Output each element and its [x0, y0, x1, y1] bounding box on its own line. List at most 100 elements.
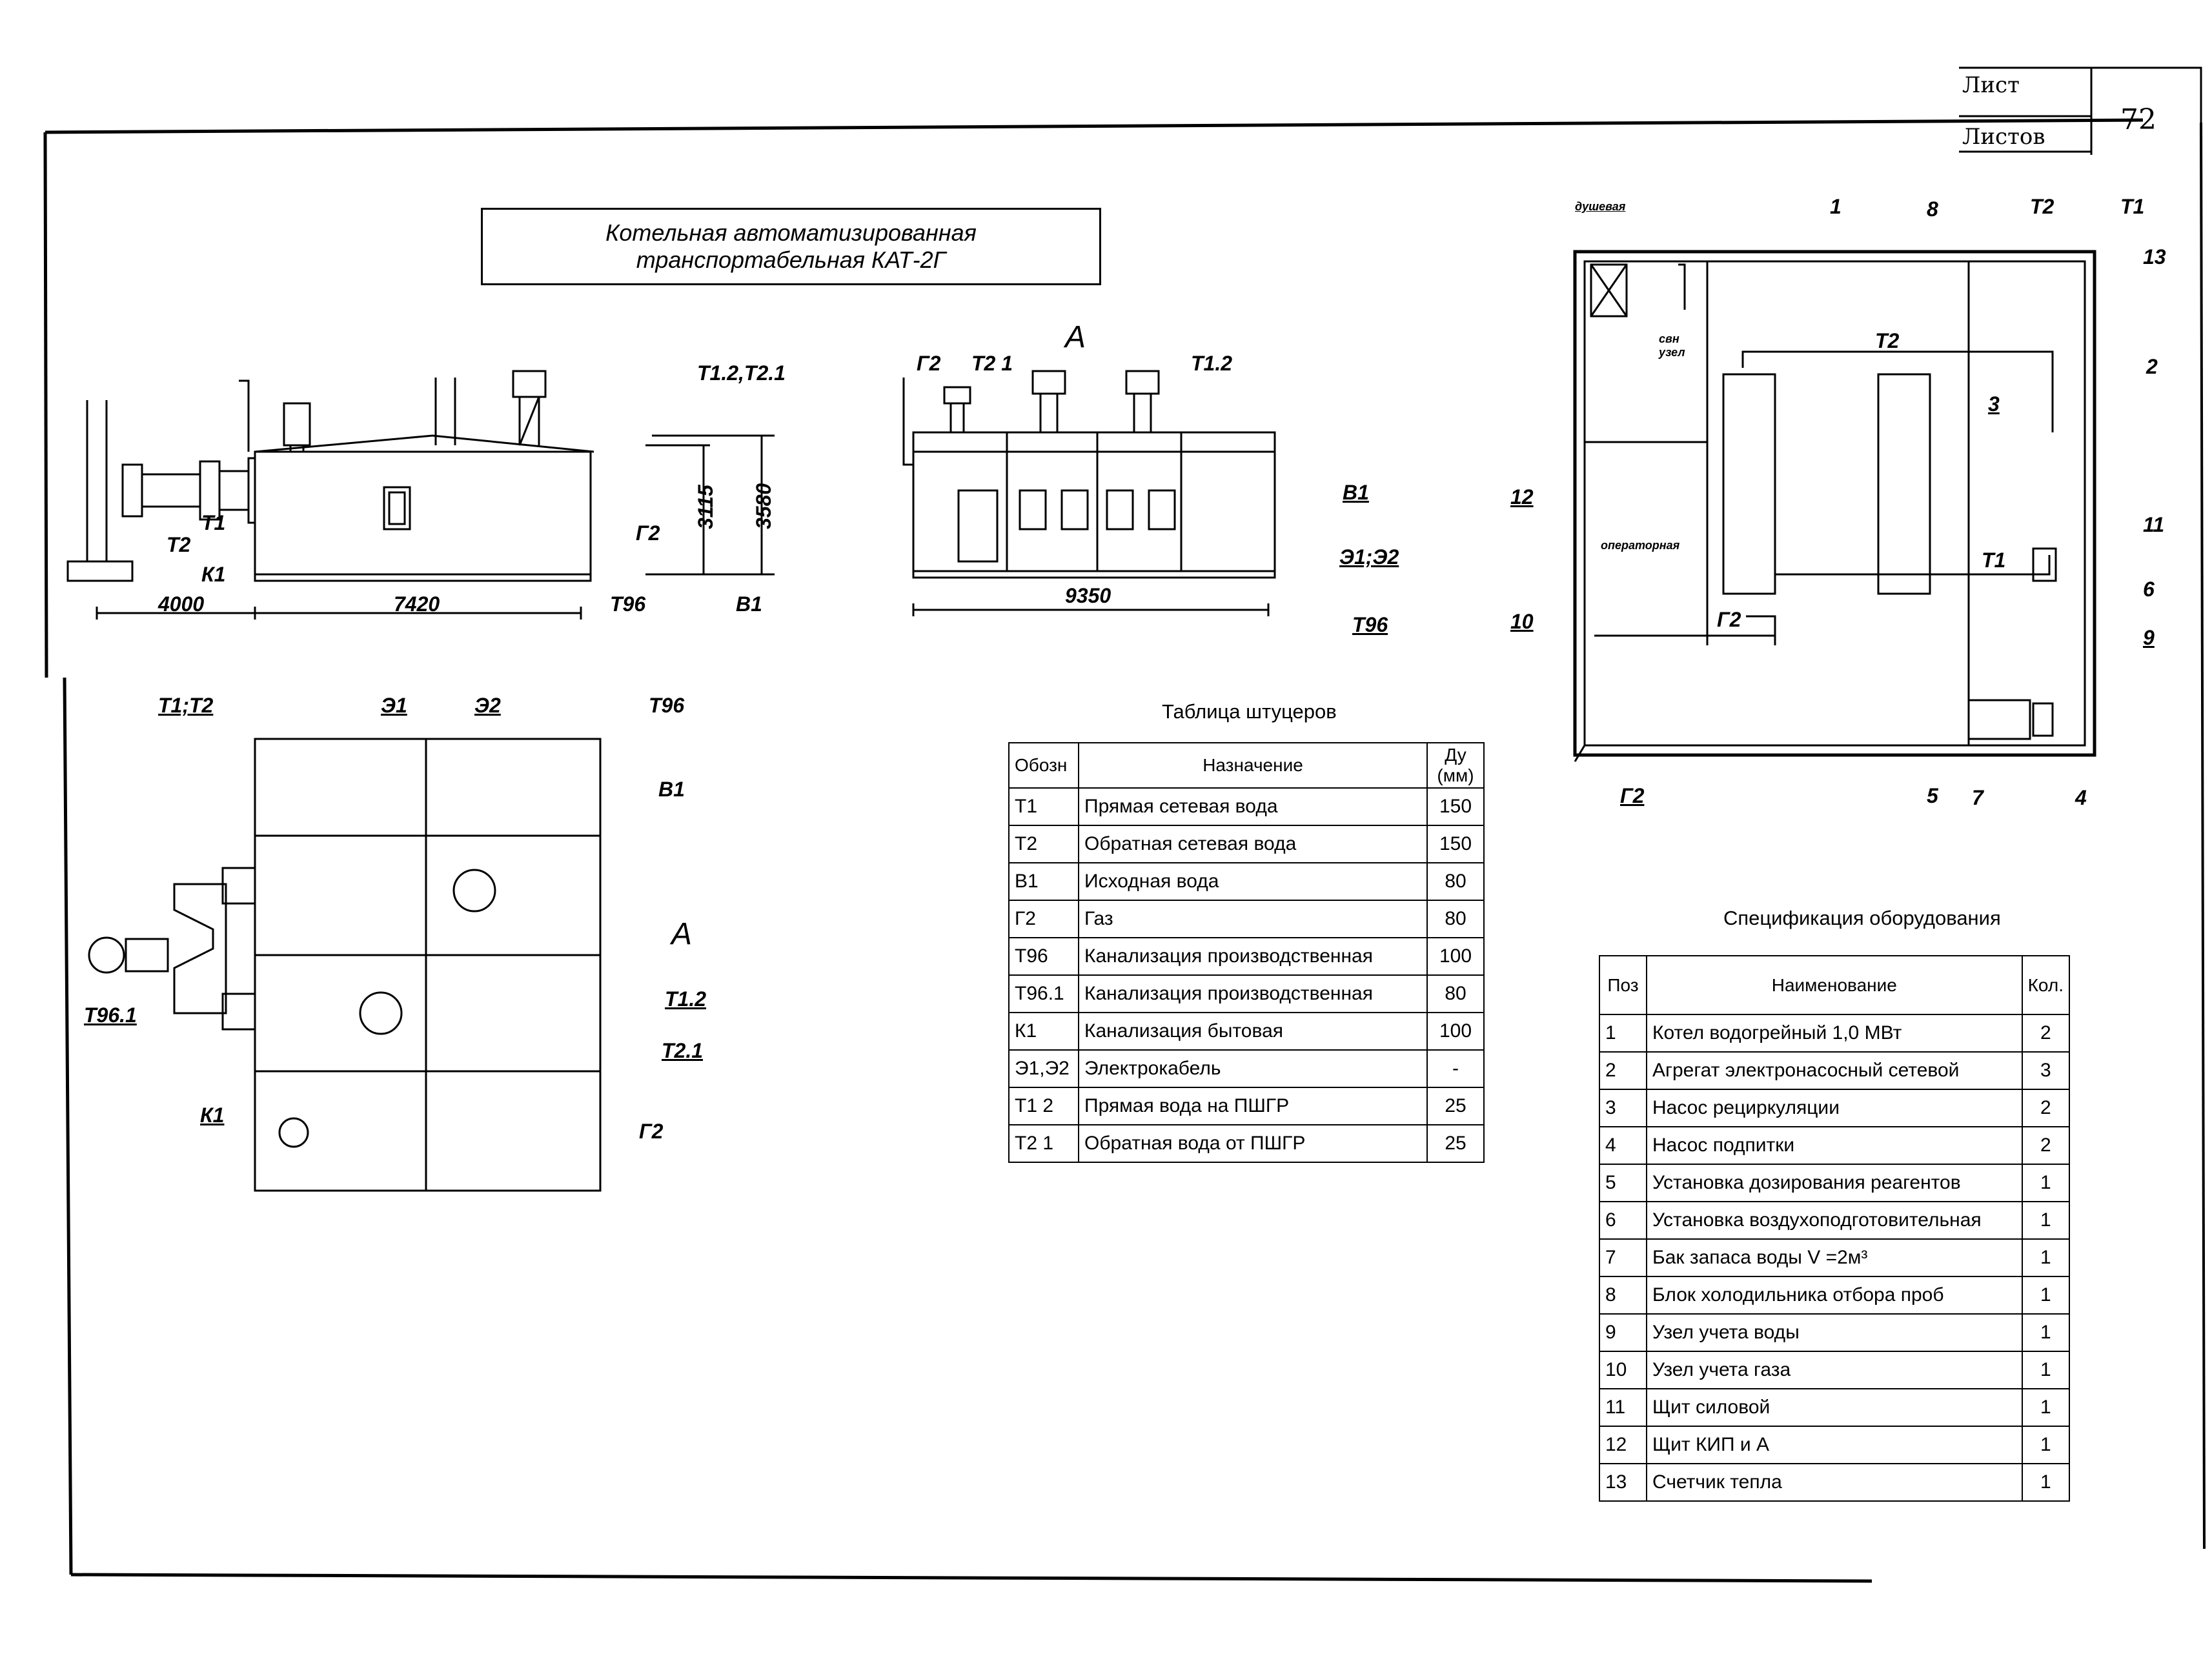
side-g2: Г2 [636, 521, 660, 545]
fittings-cell: 150 [1426, 825, 1485, 863]
layout-pos-8: 8 [1927, 197, 1938, 221]
equipment-cell: 1 [1599, 1014, 1647, 1053]
fittings-cell: Прямая вода на ПШГР [1078, 1087, 1428, 1125]
layout-pos-11: 11 [2143, 513, 2165, 536]
equipment-cell: 3 [1599, 1089, 1647, 1127]
plan-t12: Т1.2 [665, 987, 707, 1011]
fittings-cell: Обратная вода от ПШГР [1078, 1124, 1428, 1163]
fittings-cell: Прямая сетевая вода [1078, 787, 1428, 826]
side-dim-4000: 4000 [158, 592, 205, 616]
equipment-cell: 11 [1599, 1388, 1647, 1427]
plan-t21: Т2.1 [662, 1039, 704, 1062]
fittings-cell: Т1 [1008, 787, 1079, 826]
equipment-cell: 9 [1599, 1313, 1647, 1352]
fittings-cell: Г2 [1008, 900, 1079, 938]
fittings-cell: Э1,Э2 [1008, 1049, 1079, 1088]
equipment-cell: Счетчик тепла [1646, 1463, 2023, 1502]
side-t1: Т1 [201, 511, 226, 534]
side-k1: К1 [201, 563, 226, 586]
layout-pos-10: 10 [1510, 610, 1534, 633]
equipment-cell: 10 [1599, 1351, 1647, 1389]
equipment-cell: Насос рециркуляции [1646, 1089, 2023, 1127]
plan-t96: Т96 [649, 694, 685, 717]
fittings-cell: Газ [1078, 900, 1428, 938]
equipment-cell: 1 [2021, 1463, 2071, 1502]
layout-pos-4: 4 [2075, 786, 2087, 809]
fittings-cell: 80 [1426, 974, 1485, 1013]
layout-pos-9: 9 [2143, 626, 2155, 649]
equipment-cell: 7 [1599, 1238, 1647, 1277]
fittings-cell: Электрокабель [1078, 1049, 1428, 1088]
fittings-cell: 25 [1426, 1087, 1485, 1125]
layout-pos-1: 1 [1830, 195, 1842, 218]
fittings-cell: 25 [1426, 1124, 1485, 1163]
equipment-cell: 1 [2021, 1351, 2071, 1389]
side-t2: Т2 [167, 533, 191, 556]
equipment-cell: 2 [2021, 1126, 2071, 1165]
view-a-dim-9350: 9350 [1065, 584, 1111, 607]
layout-pos-2: 2 [2146, 355, 2158, 378]
plan-k1: К1 [200, 1104, 225, 1127]
side-dim-3580: 3580 [752, 483, 775, 529]
fittings-cell: Канализация бытовая [1078, 1012, 1428, 1051]
layout-pos-6: 6 [2143, 578, 2155, 601]
layout-shower: душевая [1575, 200, 1626, 213]
layout-t2: Т2 [1875, 329, 1900, 352]
layout-pos-13: 13 [2143, 245, 2166, 268]
layout-g2: Г2 [1717, 608, 1741, 631]
fittings-header-purpose: Назначение [1078, 742, 1428, 789]
layout-pos-3: 3 [1988, 392, 2000, 416]
fittings-header-dn: Ду (мм) [1426, 742, 1485, 789]
side-t12-t21: Т1.2,Т2.1 [697, 361, 786, 385]
fittings-cell: Т96 [1008, 937, 1079, 976]
view-a-t12: Т1.2 [1191, 352, 1233, 375]
equipment-cell: Щит силовой [1646, 1388, 2023, 1427]
fittings-cell: Канализация производственная [1078, 974, 1428, 1013]
equipment-header-name: Наименование [1646, 955, 2023, 1015]
layout-pos-7: 7 [1972, 786, 1984, 809]
fittings-cell: Т2 [1008, 825, 1079, 863]
layout-pos-t2: Т2 [2030, 195, 2055, 218]
equipment-cell: Установка воздухоподготовительная [1646, 1201, 2023, 1240]
title-line-1: Котельная автоматизированная [605, 219, 977, 246]
drawing-title: Котельная автоматизированная транспортаб… [481, 208, 1101, 285]
sheet-number: 72 [2120, 103, 2156, 136]
view-a-g2: Г2 [917, 352, 941, 375]
fittings-cell: 100 [1426, 1012, 1485, 1051]
equipment-cell: 1 [2021, 1313, 2071, 1352]
fittings-cell: Исходная вода [1078, 862, 1428, 901]
fittings-header-code: Обозн [1008, 742, 1079, 789]
layout-wc: свн узел [1659, 332, 1685, 359]
side-dim-3115: 3115 [694, 485, 717, 529]
equipment-cell: Узел учета воды [1646, 1313, 2023, 1352]
layout-pos-5: 5 [1927, 784, 1938, 807]
fittings-cell: 80 [1426, 862, 1485, 901]
fittings-cell: Канализация производственная [1078, 937, 1428, 976]
view-a-label: А [1065, 320, 1086, 354]
plan-a-label: А [671, 917, 693, 951]
layout-operator: операторная [1601, 539, 1680, 552]
plan-t1t2: Т1;Т2 [158, 694, 214, 717]
equipment-cell: 8 [1599, 1276, 1647, 1315]
fittings-cell: Т96.1 [1008, 974, 1079, 1013]
fittings-cell: 150 [1426, 787, 1485, 826]
view-a-t21: Т2 1 [971, 352, 1013, 375]
